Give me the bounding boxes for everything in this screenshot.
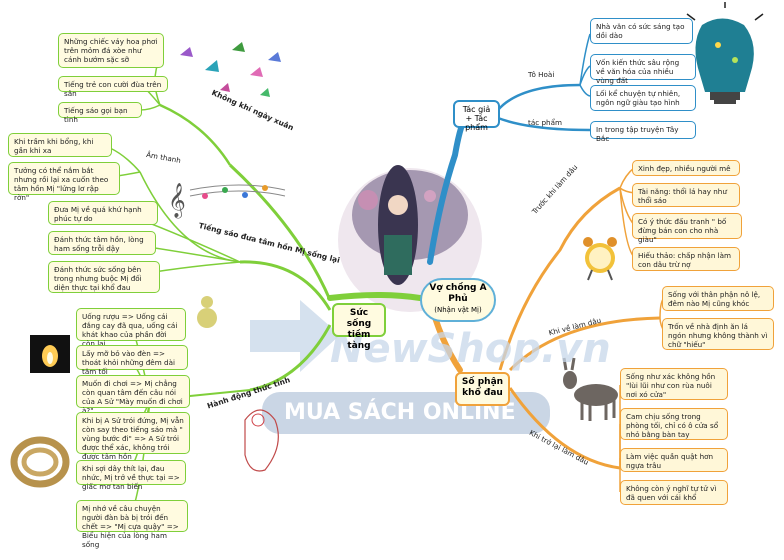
svg-text:𝄞: 𝄞: [168, 183, 186, 219]
center-title-node[interactable]: Vợ chồng A Phủ (Nhận vật Mị): [420, 278, 496, 322]
action-item-2[interactable]: Lấy mỡ bỏ vào đèn => thoát khỏi những đê…: [76, 345, 188, 376]
action-item-6[interactable]: Mị nhớ về câu chuyện người đàn bà bị tró…: [76, 500, 188, 549]
spring-item-2[interactable]: Tiếng trẻ con cười đùa trên sân: [58, 76, 168, 98]
author-item-1[interactable]: Nhà văn có sức sáng tạo dồi dào: [590, 18, 693, 44]
action-item-4[interactable]: Khi bị A Sử trói đứng, Mị vẫn còn say th…: [76, 412, 190, 461]
action-item-3[interactable]: Muốn đi chơi => Mị chẳng còn quan tâm đế…: [76, 375, 190, 415]
sound-item-2[interactable]: Tưởng có thể nắm bắt nhưng rồi lại xa cu…: [8, 162, 120, 202]
alarm-clock-illustration: [583, 237, 617, 281]
fate-after-4[interactable]: Không còn ý nghĩ tự tử vì đã quen với cá…: [620, 480, 728, 505]
fate-before-1[interactable]: Xinh đẹp, nhiều người mê: [632, 160, 740, 176]
flute-item-3[interactable]: Đánh thức sức sống bên trong nhưng buộc …: [48, 261, 160, 293]
author-item-2[interactable]: Vốn kiến thức sâu rộng về văn hóa của nh…: [590, 54, 696, 85]
center-portrait: [338, 165, 482, 312]
fate-after-1[interactable]: Sống như xác không hồn "lùi lũi như con …: [620, 368, 728, 400]
butterflies-illustration: [180, 42, 281, 97]
candle-illustration: [30, 335, 70, 373]
fate-when-1[interactable]: Sống với thân phận nô lệ, đêm nào Mị cũn…: [662, 286, 774, 311]
fate-after-3[interactable]: Làm việc quần quật hơn ngựa trâu: [620, 448, 728, 472]
center-title: Vợ chồng A Phủ: [429, 283, 487, 304]
flute-item-1[interactable]: Đưa Mị về quá khứ hạnh phúc tự do: [48, 201, 158, 225]
spring-item-1[interactable]: Những chiếc váy hoa phơi trên mỏm đá xòe…: [58, 33, 164, 68]
fate-when-2[interactable]: Trốn về nhà định ăn lá ngón nhưng không …: [662, 318, 774, 350]
action-item-1[interactable]: Uống rượu => Uống cái đắng cay đã qua, u…: [76, 308, 186, 348]
node-author[interactable]: Tác giả + Tác phẩm: [453, 100, 500, 132]
lightbulb-illustration: [686, 2, 764, 104]
center-subtitle: (Nhận vật Mị): [434, 306, 482, 314]
spring-item-3[interactable]: Tiếng sáo gọi bạn tình: [58, 102, 142, 124]
author-item-4[interactable]: In trong tập truyện Tây Bắc: [590, 121, 696, 143]
rope-illustration: [10, 436, 70, 488]
flute-item-2[interactable]: Đánh thức tâm hồn, lòng ham sống trỗi dậ…: [48, 231, 156, 255]
fate-before-3[interactable]: Có ý thức đấu tranh " bố đừng bán con ch…: [632, 213, 742, 244]
woman-sketch-illustration: [244, 409, 279, 472]
gourd-illustration: [197, 296, 217, 328]
donkey-illustration: [562, 357, 618, 421]
label-tac-pham: tác phẩm: [528, 118, 562, 127]
node-fate[interactable]: Số phận khổ đau: [455, 372, 510, 406]
author-item-3[interactable]: Lối kể chuyện tự nhiên, ngôn ngữ giàu tạ…: [590, 85, 696, 111]
sound-item-1[interactable]: Khi trầm khi bổng, khi gần khi xa: [8, 133, 112, 157]
action-item-5[interactable]: Khi sợi dây thít lại, đau nhức, Mị trở v…: [76, 460, 186, 491]
music-notes-illustration: 𝄞: [168, 183, 286, 219]
node-vitality[interactable]: Sức sống tiềm tàng: [332, 303, 386, 351]
fate-after-2[interactable]: Cam chịu sống trong phòng tối, chỉ có ô …: [620, 408, 728, 440]
fate-before-2[interactable]: Tài năng: thổi lá hay như thổi sáo: [632, 183, 740, 207]
fate-before-4[interactable]: Hiếu thảo: chấp nhận làm con dâu trừ nợ: [632, 247, 740, 271]
label-to-hoai: Tô Hoài: [528, 70, 555, 79]
